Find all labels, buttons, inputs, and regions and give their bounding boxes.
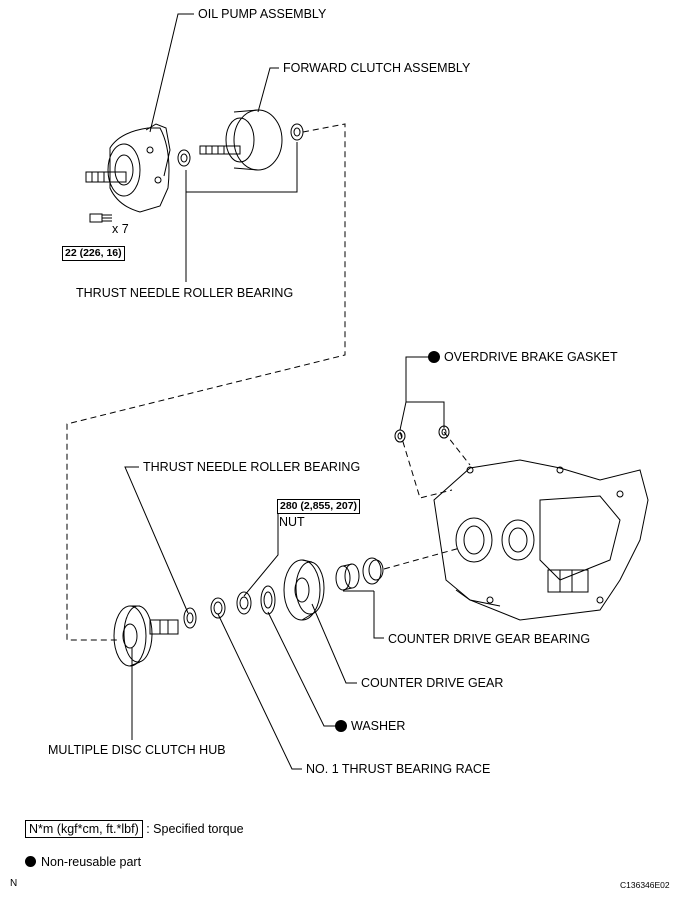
nut xyxy=(236,591,252,615)
overdrive-brake-gasket-2 xyxy=(438,425,450,439)
label-bolt-count: x 7 xyxy=(112,222,129,236)
label-thrust-needle-roller-bearing-top: THRUST NEEDLE ROLLER BEARING xyxy=(76,286,294,300)
leader-nut xyxy=(243,512,279,597)
label-forward-clutch-assembly: FORWARD CLUTCH ASSEMBLY xyxy=(283,61,471,75)
non-reusable-marker-gasket xyxy=(428,351,440,363)
leader-thrust-bearing-top-2 xyxy=(186,142,298,193)
legend-non-reusable: Non-reusable part xyxy=(25,855,141,869)
counter-drive-gear xyxy=(283,559,325,621)
leader-oil-pump xyxy=(149,13,194,133)
leader-cdg-bearing xyxy=(373,591,384,639)
label-washer: WASHER xyxy=(351,719,406,733)
legend-non-reusable-desc: Non-reusable part xyxy=(41,855,142,869)
label-no1-thrust-bearing-race: NO. 1 THRUST BEARING RACE xyxy=(306,762,491,776)
label-counter-drive-gear-bearing: COUNTER DRIVE GEAR BEARING xyxy=(388,632,591,646)
legend-torque: N*m (kgf*cm, ft.*lbf) : Specified torque xyxy=(25,820,244,838)
legend-torque-desc: : Specified torque xyxy=(146,822,244,836)
washer xyxy=(260,585,276,615)
label-nut: NUT xyxy=(279,515,305,529)
torque-oil-pump-bolts: 22 (226, 16) xyxy=(62,246,125,261)
no1-thrust-bearing-race xyxy=(210,597,226,619)
thrust-bearing-top-left xyxy=(177,149,191,167)
label-thrust-needle-roller-bearing-mid: THRUST NEEDLE ROLLER BEARING xyxy=(143,460,361,474)
leader-race xyxy=(217,613,302,770)
filled-circle-icon xyxy=(25,856,36,867)
assembly-line-cdg xyxy=(383,547,461,570)
leader-washer xyxy=(267,611,335,727)
assembly-line-upper xyxy=(66,123,346,641)
torque-nut: 280 (2,855, 207) xyxy=(277,499,361,514)
leader-thrust-bearing-mid xyxy=(124,466,189,614)
forward-clutch-assembly xyxy=(199,109,283,171)
transaxle-case xyxy=(433,459,649,621)
non-reusable-marker-washer xyxy=(335,720,347,732)
overdrive-brake-gasket-1 xyxy=(394,429,406,443)
label-multiple-disc-clutch-hub: MULTIPLE DISC CLUTCH HUB xyxy=(48,743,226,757)
figure-code: C136346E02 xyxy=(620,880,670,890)
label-overdrive-brake-gasket: OVERDRIVE BRAKE GASKET xyxy=(444,350,618,364)
legend-torque-unit: N*m (kgf*cm, ft.*lbf) xyxy=(25,820,143,838)
label-oil-pump-assembly: OIL PUMP ASSEMBLY xyxy=(198,7,327,21)
leader-forward-clutch xyxy=(257,67,279,113)
leader-gasket-2 xyxy=(406,401,445,428)
leader-cdg xyxy=(311,603,357,684)
label-counter-drive-gear: COUNTER DRIVE GEAR xyxy=(361,676,504,690)
assembly-line-gasket xyxy=(443,431,471,466)
thrust-bearing-top-right xyxy=(290,123,304,141)
oil-pump-assembly xyxy=(85,123,171,213)
counter-drive-gear-bearing xyxy=(335,557,384,591)
oil-pump-bolt xyxy=(89,213,112,223)
multiple-disc-clutch-hub xyxy=(113,605,179,667)
leader-gasket xyxy=(399,356,428,431)
thrust-bearing-mid xyxy=(183,607,197,629)
footer-left-mark: N xyxy=(10,878,18,889)
assembly-line-gasket-2 xyxy=(399,431,453,499)
